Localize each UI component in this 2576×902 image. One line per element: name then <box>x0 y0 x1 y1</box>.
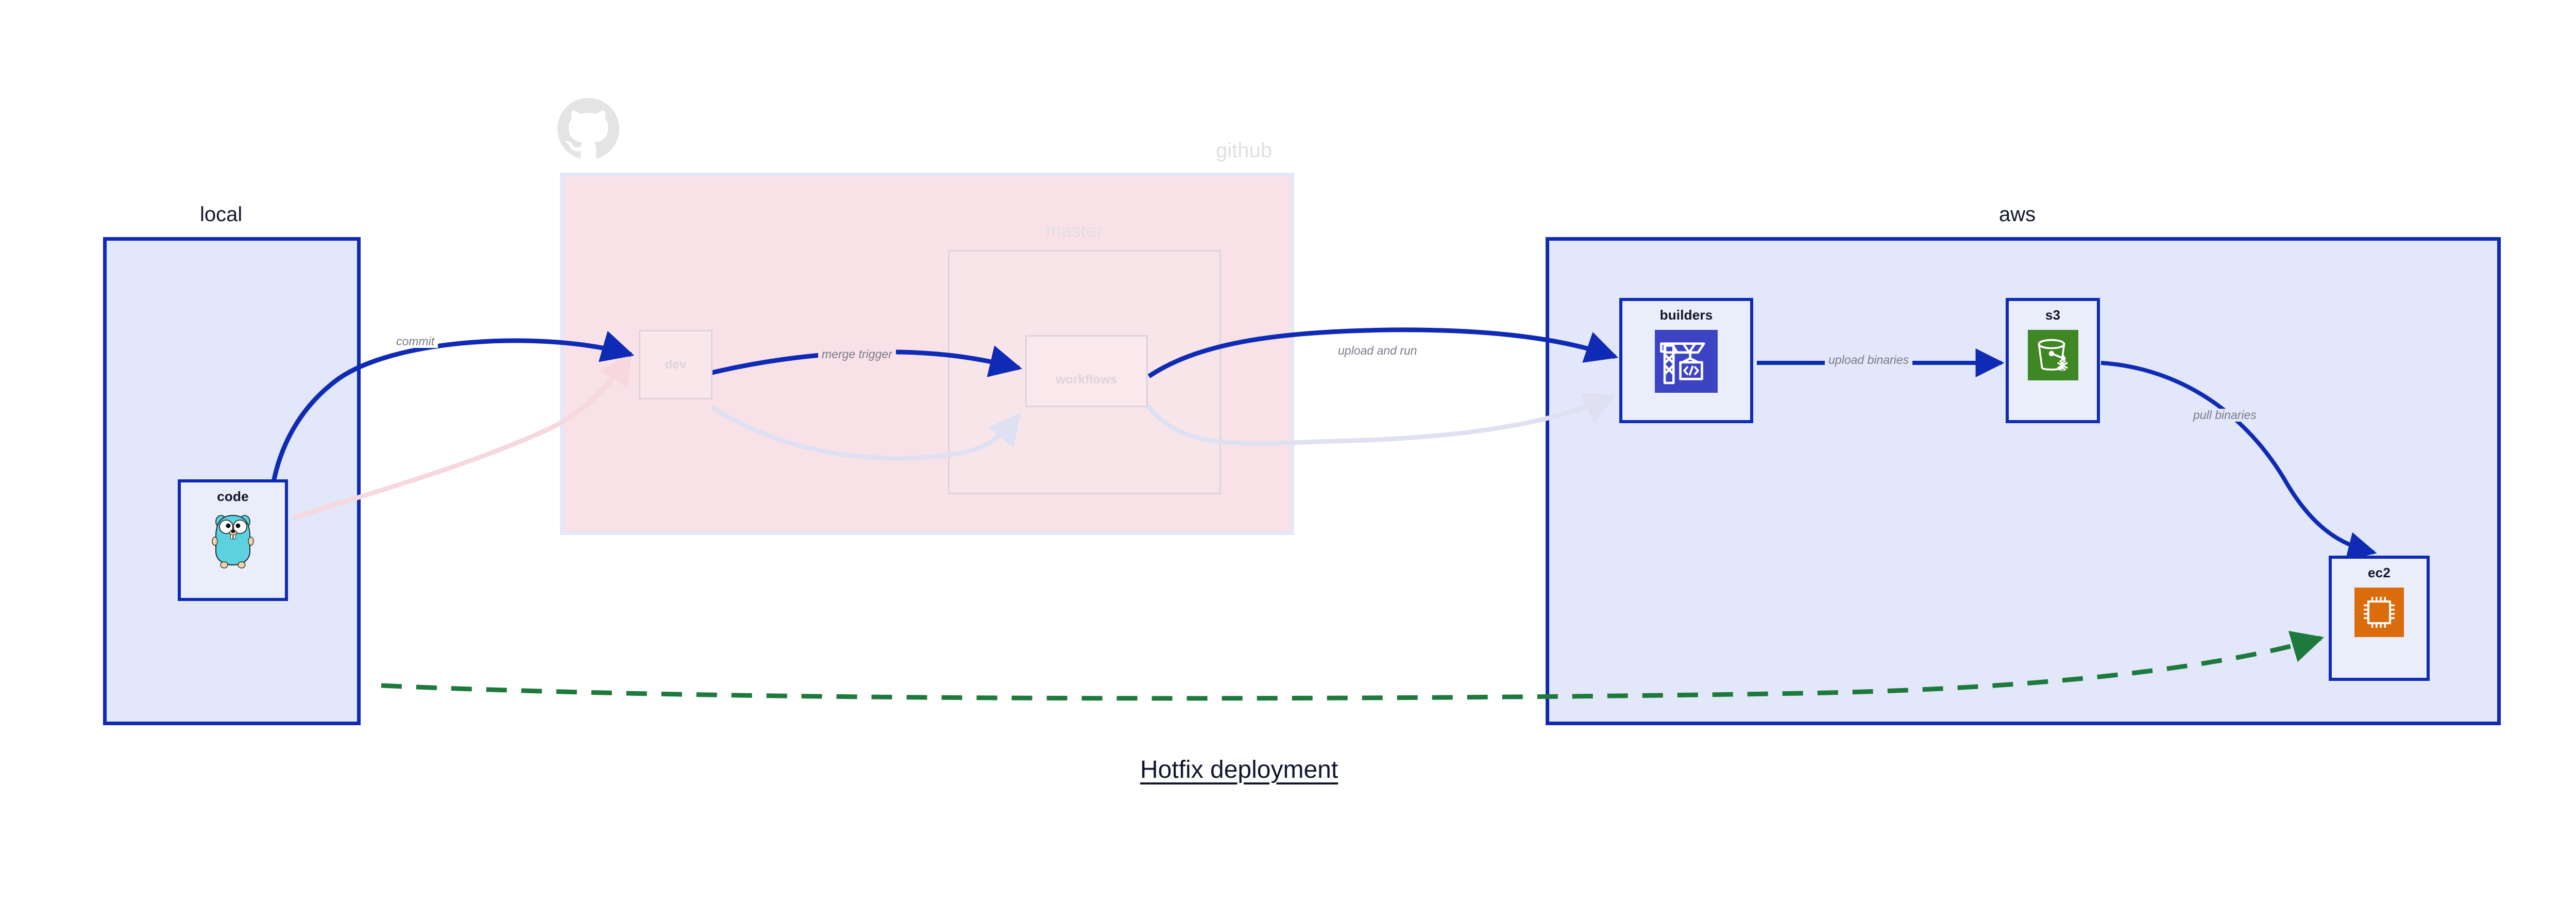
node-builders[interactable]: builders <box>1619 298 1753 423</box>
group-github-title: github <box>1216 139 1272 162</box>
edge-label-commit: commit <box>393 335 438 348</box>
node-code-label: code <box>217 489 249 504</box>
edge-label-upload-and-run: upload and run <box>1334 344 1421 358</box>
node-builders-label: builders <box>1659 307 1713 323</box>
crane-code-icon <box>1655 330 1718 395</box>
node-dev-label: dev <box>665 357 687 372</box>
group-aws-title: aws <box>1999 203 2036 226</box>
node-code[interactable]: code <box>178 479 288 601</box>
subgroup-master-title: master <box>1046 220 1103 241</box>
s3-bucket-icon <box>2027 330 2078 383</box>
edge-label-merge-trigger: merge trigger <box>818 347 896 361</box>
go-gopher-icon <box>211 511 255 572</box>
node-ec2[interactable]: ec2 <box>2329 556 2430 681</box>
github-octocat-icon <box>557 98 619 160</box>
edge-label-pull-binaries: pull binaries <box>2190 408 2260 422</box>
diagram-caption: Hotfix deployment <box>1140 756 1338 783</box>
node-workflows-label: workflows <box>1056 373 1117 387</box>
cpu-chip-icon <box>2354 588 2404 640</box>
edge-label-upload-binaries: upload binaries <box>1825 353 1913 367</box>
node-ec2-label: ec2 <box>2368 565 2391 580</box>
node-s3-label: s3 <box>2045 307 2061 323</box>
group-local-title: local <box>200 203 243 226</box>
node-workflows[interactable]: workflows <box>1025 335 1148 407</box>
node-dev[interactable]: dev <box>639 330 713 399</box>
node-s3[interactable]: s3 <box>2006 298 2100 423</box>
